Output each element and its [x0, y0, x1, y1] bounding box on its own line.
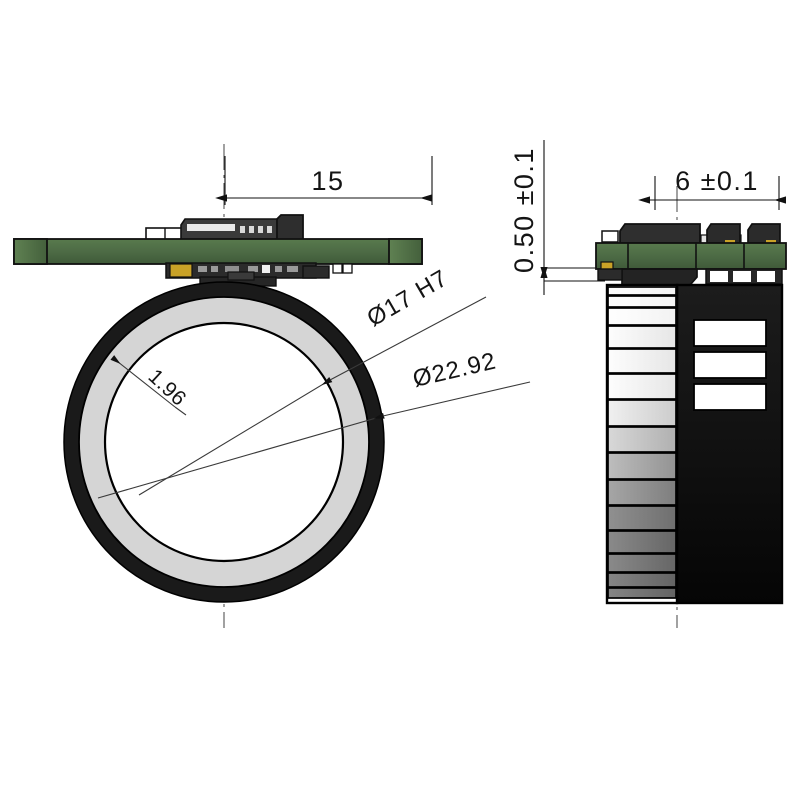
- pcb-edge-view: [13, 214, 423, 287]
- pcb-side-board-body: [595, 242, 787, 270]
- pcb-side-board: [595, 242, 787, 270]
- dimension-15-label: 15: [311, 166, 344, 196]
- body-band-stack: [607, 286, 677, 599]
- pcb-board-tab-left: [13, 238, 48, 265]
- leader-line-17-h7: [138, 376, 333, 496]
- component-top-sensor-block: [276, 214, 304, 242]
- component-bottom-pin-b: [211, 266, 218, 272]
- component-top-chip-pin-1: [240, 226, 245, 233]
- component-top-chip-pin-3: [258, 226, 263, 233]
- component-bottom-pin-e: [262, 265, 270, 273]
- component-side-bottom-block: [621, 268, 698, 286]
- leader-extension-17-h7: [329, 296, 487, 381]
- body-band-08: [607, 426, 677, 453]
- pcb-side-assembly: [595, 223, 787, 286]
- body-band-09: [607, 452, 677, 480]
- pcb-side-top-components: [601, 223, 781, 245]
- body-band-04: [607, 325, 677, 349]
- ring-inner-bore: [103, 321, 345, 563]
- pcb-side-bottom-components: [597, 261, 783, 286]
- component-side-bottom-pad-1: [710, 271, 728, 282]
- body-band-12: [607, 530, 677, 554]
- front-section-view: 15: [13, 144, 531, 628]
- body-band-05: [607, 348, 677, 374]
- leader-extension-1-96: [174, 406, 187, 416]
- component-bottom-pin-a: [198, 266, 207, 272]
- component-side-bottom-pad-2: [733, 271, 751, 282]
- body-dark-window-3: [693, 383, 767, 411]
- component-side-top-chip-right-1: [706, 223, 741, 244]
- encoder-ring-front: [63, 281, 385, 603]
- leader-line-22-92: [97, 412, 385, 499]
- dimension-6-label: 6 ±0.1: [675, 166, 759, 196]
- component-bottom-center-block: [227, 271, 255, 281]
- dimension-outer-22-92-label: Ø22.92: [410, 347, 499, 392]
- component-side-top-gold-2: [766, 240, 776, 244]
- component-bottom-right-block: [302, 265, 330, 279]
- component-bottom-pin-d: [248, 266, 258, 272]
- leader-extension-22-92: [382, 381, 531, 417]
- component-side-top-gold-1: [725, 240, 735, 244]
- component-side-top-pad-left: [601, 230, 619, 243]
- dimension-0-50-label: 0.50 ±0.1: [509, 147, 539, 273]
- component-bottom-right-pad-2: [342, 263, 353, 274]
- component-bottom-pin-g: [287, 266, 298, 272]
- body-dark-window-2: [693, 351, 767, 379]
- body-dark-window-1: [693, 319, 767, 347]
- body-band-01: [607, 286, 677, 296]
- component-bottom-right-pad-1: [332, 263, 343, 274]
- leader-line-1-96: [110, 355, 176, 408]
- body-band-15: [607, 587, 677, 599]
- body-band-10: [607, 479, 677, 506]
- component-top-chip-stripe: [187, 224, 235, 231]
- pcb-board: [13, 238, 423, 265]
- component-top-chip-pin-2: [249, 226, 254, 233]
- pcb-board-body: [13, 238, 423, 265]
- dimension-6-group: 6 ±0.1: [638, 166, 786, 210]
- component-side-bottom-left-block: [597, 268, 623, 281]
- body-band-02: [607, 295, 677, 308]
- side-view: 6 ±0.1 0.50 ±0.1: [509, 140, 787, 628]
- body-band-13: [607, 553, 677, 573]
- body-band-11: [607, 505, 677, 531]
- component-side-bottom-pad-3: [757, 271, 775, 282]
- dimension-15-group: 15: [215, 156, 433, 205]
- dimension-0-50-group: 0.50 ±0.1: [509, 140, 605, 295]
- component-top-chip-pin-4: [267, 226, 272, 233]
- cylindrical-body-side: [605, 283, 784, 605]
- body-band-14: [607, 572, 677, 588]
- component-side-top-chip: [619, 223, 701, 244]
- component-bottom-pin-f: [275, 266, 282, 272]
- body-band-03: [607, 307, 677, 326]
- pcb-board-tab-right: [388, 238, 423, 265]
- component-side-top-chip-right-2: [747, 223, 781, 244]
- component-bottom-pin-c: [225, 266, 239, 272]
- pcb-bottom-components: [165, 262, 353, 287]
- body-band-07: [607, 399, 677, 427]
- component-bottom-gold-pad: [169, 263, 193, 278]
- pcb-top-components: [145, 214, 304, 242]
- body-band-06: [607, 373, 677, 400]
